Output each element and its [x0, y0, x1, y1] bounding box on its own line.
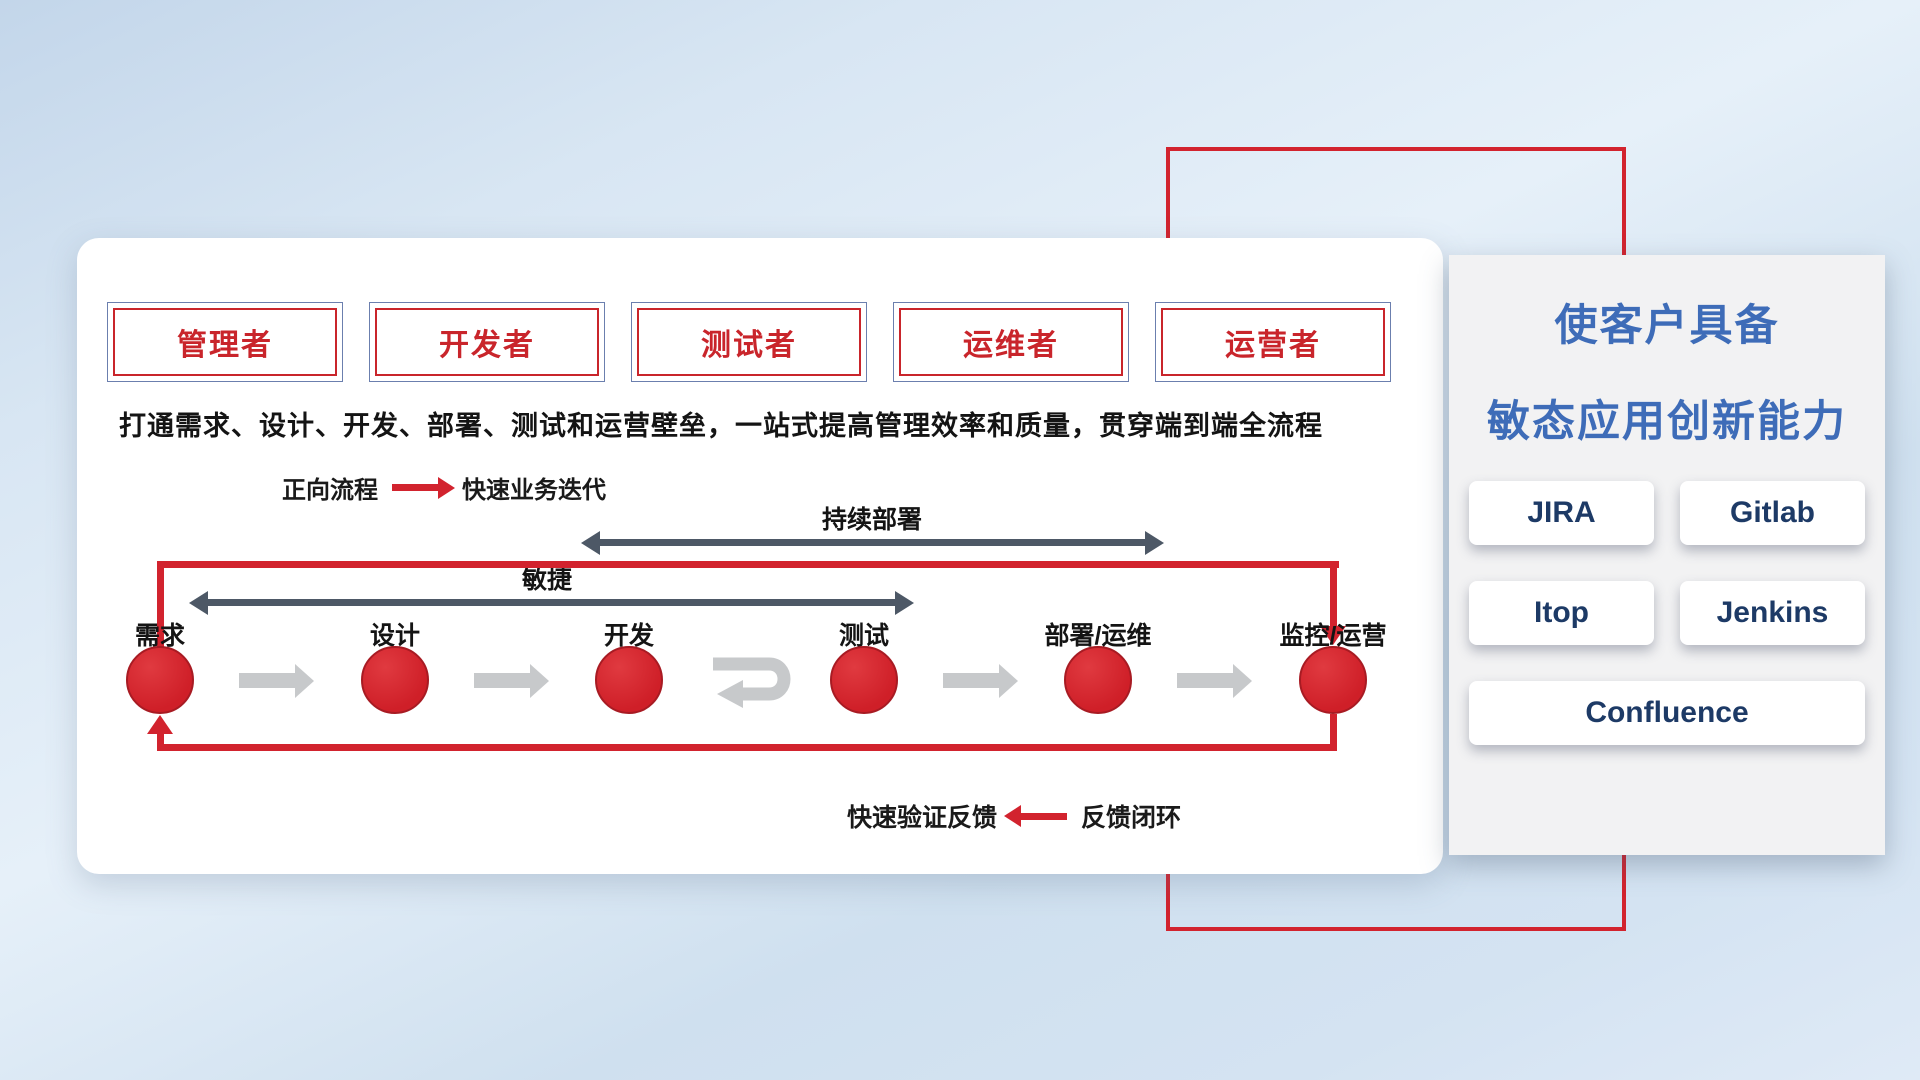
role-label: 运维者: [899, 308, 1123, 376]
feedback-text: 快速验证反馈: [847, 804, 998, 832]
feedback-loop-line: [157, 744, 1337, 751]
capability-panel: 使客户具备 敏态应用创新能力 JIRA Gitlab Itop Jenkins …: [1449, 255, 1885, 855]
role-box-manager: 管理者: [107, 302, 343, 382]
flow-arrow-icon: [943, 673, 999, 688]
feedback-loop-line: [1330, 714, 1337, 751]
feedback-loop-line: [157, 732, 164, 751]
stage-testing: 测试: [784, 616, 944, 714]
stage-circle-icon: [1299, 646, 1367, 714]
stage-requirements: 需求: [80, 616, 240, 714]
stage-deploy-ops: 部署/运维: [1018, 616, 1178, 714]
role-box-business-ops: 运营者: [1155, 302, 1391, 382]
flow-arrow-icon: [474, 673, 530, 688]
continuous-deployment-double-arrow-icon: [600, 539, 1145, 546]
stage-label: 设计: [369, 622, 420, 650]
tool-card-gitlab: Gitlab: [1680, 481, 1865, 545]
feedback-loop-line: [157, 561, 164, 647]
stage-design: 设计: [315, 616, 475, 714]
stage-label: 监控/运营: [1279, 622, 1387, 650]
role-label: 运营者: [1161, 308, 1385, 376]
down-arrow-icon: [1320, 626, 1346, 645]
stage-label: 部署/运维: [1044, 622, 1152, 650]
agile-label: 敏捷: [521, 566, 572, 594]
stage-monitor-ops: 监控/运营: [1253, 616, 1413, 714]
tool-card-confluence: Confluence: [1469, 681, 1865, 745]
flow-arrow-icon: [239, 673, 295, 688]
role-box-tester: 测试者: [631, 302, 867, 382]
tool-card-jenkins: Jenkins: [1680, 581, 1865, 645]
agile-double-arrow-icon: [208, 599, 895, 606]
role-label: 测试者: [637, 308, 861, 376]
feedback-loop-label: 反馈闭环: [1081, 804, 1182, 832]
stage-label: 测试: [838, 622, 889, 650]
flow-arrow-icon: [1177, 673, 1233, 688]
tool-card-itop: Itop: [1469, 581, 1654, 645]
stage-label: 需求: [134, 622, 185, 650]
forward-flow-label: 正向流程: [282, 477, 378, 504]
stage-development: 开发: [549, 616, 709, 714]
feedback-loop-line: [157, 561, 1339, 568]
left-arrow-icon: [1021, 812, 1068, 820]
roles-row: 管理者 开发者 测试者 运维者 运营者: [107, 302, 1391, 382]
stage-circle-icon: [361, 646, 429, 714]
role-label: 管理者: [113, 308, 337, 376]
stage-circle-icon: [830, 646, 898, 714]
headline-text: 打通需求、设计、开发、部署、测试和运营壁垒，一站式提高管理效率和质量，贯穿端到端…: [119, 411, 1323, 441]
right-arrow-icon: [392, 484, 438, 491]
forward-flow-text: 快速业务迭代: [462, 477, 606, 504]
stage-label: 开发: [603, 622, 654, 650]
stage-circle-icon: [1064, 646, 1132, 714]
up-arrow-icon: [147, 715, 173, 734]
forward-flow-legend: 正向流程 快速业务迭代: [282, 470, 606, 505]
capability-title-line2: 敏态应用创新能力: [1487, 398, 1847, 446]
role-box-operations: 运维者: [893, 302, 1129, 382]
devops-workflow-panel: 管理者 开发者 测试者 运维者 运营者 打通需求、设计、开发、部署、测试和运营壁…: [77, 238, 1443, 874]
iteration-loop-icon: [713, 657, 791, 708]
continuous-deployment-label: 持续部署: [821, 506, 922, 534]
feedback-loop-line: [1330, 561, 1337, 627]
stage-circle-icon: [595, 646, 663, 714]
tool-card-jira: JIRA: [1469, 481, 1654, 545]
capability-title-line1: 使客户具备: [1554, 302, 1780, 350]
role-box-developer: 开发者: [369, 302, 605, 382]
role-label: 开发者: [375, 308, 599, 376]
stage-circle-icon: [126, 646, 194, 714]
feedback-legend: 快速验证反馈 反馈闭环: [847, 798, 1181, 834]
